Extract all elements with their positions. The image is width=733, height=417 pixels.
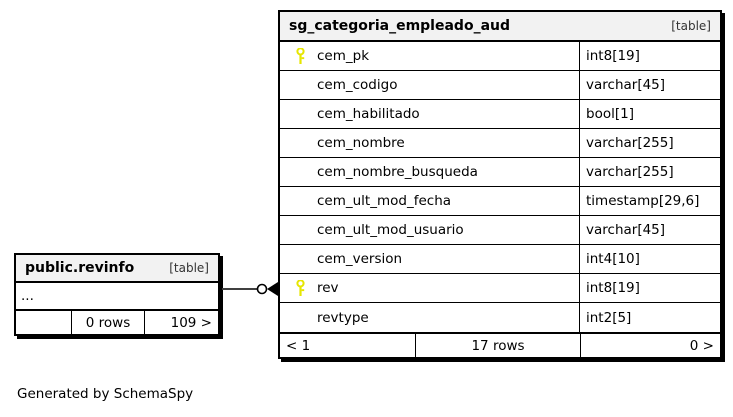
table-row[interactable]: cem_nombre_busqueda varchar[255]: [280, 158, 720, 187]
table-row[interactable]: cem_habilitado bool[1]: [280, 100, 720, 129]
table-kind-label: [table]: [671, 19, 711, 33]
column-type-cell: varchar[45]: [586, 222, 666, 238]
generated-by-credit: Generated by SchemaSpy: [17, 386, 194, 402]
related-footer-next-page-button[interactable]: 109 >: [170, 314, 212, 331]
table-row[interactable]: cem_ult_mod_fecha timestamp[29,6]: [280, 187, 720, 216]
column-name-cell: cem_codigo: [280, 71, 580, 99]
column-type-cell: varchar[255]: [586, 135, 674, 151]
column-name-cell: revtype: [280, 303, 580, 332]
column-name-cell: cem_nombre_busqueda: [280, 158, 580, 186]
column-name-cell: cem_ult_mod_usuario: [280, 216, 580, 244]
related-table-kind-label: [table]: [169, 261, 209, 275]
table-row[interactable]: cem_nombre varchar[255]: [280, 129, 720, 158]
column-name-label: cem_ult_mod_fecha: [317, 193, 452, 209]
column-list: cem_pk int8[19] cem_codigo varchar[45] cem_h…: [280, 42, 720, 332]
footer-next-page-button[interactable]: 0 >: [689, 337, 714, 354]
related-table-header: public.revinfo [table]: [16, 255, 218, 283]
column-name-label: cem_nombre_busqueda: [317, 164, 478, 180]
entity-table-public-revinfo[interactable]: public.revinfo [table] ... 0 rows 109 >: [14, 253, 220, 336]
primary-key-icon: [289, 47, 311, 65]
zero-to-many-connector-icon: [222, 282, 278, 296]
column-name-label: cem_ult_mod_usuario: [317, 222, 464, 238]
column-type-cell: bool[1]: [586, 106, 634, 122]
table-footer: < 1 17 rows 0 >: [280, 332, 720, 357]
column-name-cell: cem_version: [280, 245, 580, 273]
column-type-cell: varchar[255]: [586, 164, 674, 180]
column-name-label: cem_nombre: [317, 135, 405, 151]
table-row[interactable]: rev int8[19]: [280, 274, 720, 303]
footer-prev-page-button[interactable]: < 1: [280, 334, 416, 357]
column-name-label: cem_codigo: [317, 77, 398, 93]
table-row[interactable]: cem_codigo varchar[45]: [280, 71, 720, 100]
related-table-footer: 0 rows 109 >: [16, 309, 218, 334]
table-row[interactable]: cem_pk int8[19]: [280, 42, 720, 71]
entity-table-sg-categoria-empleado-aud[interactable]: sg_categoria_empleado_aud [table] cem_pk…: [278, 10, 722, 359]
relationship-connector: [222, 278, 278, 300]
column-name-cell: cem_ult_mod_fecha: [280, 187, 580, 215]
collapsed-columns-indicator[interactable]: ...: [21, 288, 34, 304]
primary-key-icon: [289, 279, 311, 297]
column-type-cell: int8[19]: [586, 48, 640, 64]
table-row[interactable]: revtype int2[5]: [280, 303, 720, 332]
table-header: sg_categoria_empleado_aud [table]: [280, 12, 720, 42]
related-footer-prev-page-button[interactable]: [16, 311, 72, 334]
column-type-cell: timestamp[29,6]: [586, 193, 700, 209]
table-row[interactable]: cem_version int4[10]: [280, 245, 720, 274]
column-type-cell: int2[5]: [586, 309, 632, 326]
table-title: sg_categoria_empleado_aud: [289, 18, 510, 34]
column-name-label: cem_version: [317, 251, 403, 267]
column-name-label: cem_pk: [317, 48, 370, 64]
column-name-cell: cem_pk: [280, 42, 580, 70]
related-footer-row-count: 0 rows: [72, 311, 145, 334]
column-name-label: cem_habilitado: [317, 106, 420, 122]
footer-row-count: 17 rows: [416, 334, 581, 357]
column-name-label: rev: [317, 280, 339, 296]
column-name-cell: cem_nombre: [280, 129, 580, 157]
column-type-cell: varchar[45]: [586, 77, 666, 93]
column-name-label: revtype: [317, 309, 369, 326]
column-name-cell: rev: [280, 274, 580, 302]
column-type-cell: int8[19]: [586, 280, 640, 296]
table-row[interactable]: cem_ult_mod_usuario varchar[45]: [280, 216, 720, 245]
column-name-cell: cem_habilitado: [280, 100, 580, 128]
column-type-cell: int4[10]: [586, 251, 640, 267]
related-table-title: public.revinfo: [25, 260, 135, 276]
